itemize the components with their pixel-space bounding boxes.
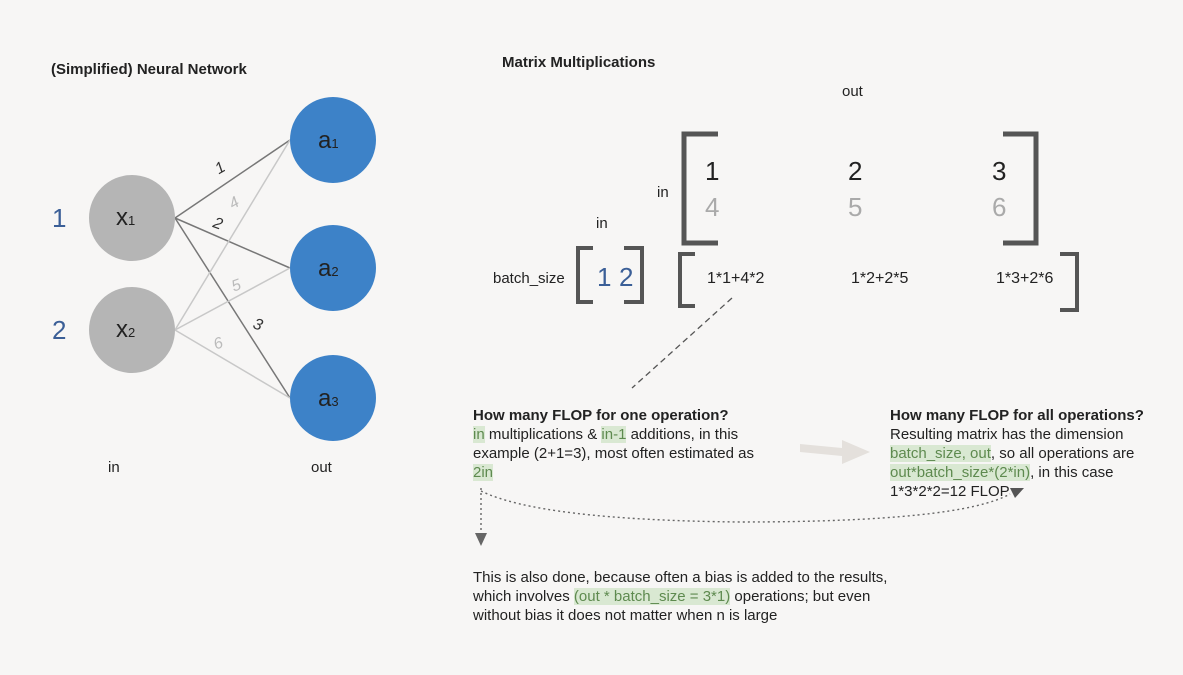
network-in-label: in bbox=[108, 459, 120, 476]
one-operation-heading: How many FLOP for one operation? bbox=[473, 407, 729, 424]
input-vector-1: 1 bbox=[597, 262, 612, 292]
weight-cell: 6 bbox=[992, 192, 1007, 222]
input-in-label: in bbox=[596, 215, 608, 232]
weight-label: 2 bbox=[210, 214, 225, 233]
one-operation-line1: in multiplications & in-1 additions, in … bbox=[473, 425, 793, 444]
highlight: in bbox=[473, 426, 485, 443]
node-subscript: 2 bbox=[128, 325, 136, 340]
node-a3-label: a3 bbox=[318, 385, 339, 413]
highlight: (out * batch_size = 3*1) bbox=[573, 588, 731, 605]
all-operations-line4: 1*3*2*2=12 FLOP bbox=[890, 483, 1010, 500]
batch-size-label: batch_size bbox=[493, 270, 565, 287]
one-operation-block: How many FLOP for one operation? in mult… bbox=[473, 406, 793, 482]
weight-cell: 5 bbox=[848, 192, 863, 222]
dotted-down-arrowhead bbox=[475, 533, 487, 546]
edge-x2-a3 bbox=[174, 329, 291, 399]
bias-line2: which involves (out * batch_size = 3*1) … bbox=[473, 587, 953, 606]
weight-label: 4 bbox=[226, 194, 242, 213]
text: operations; but even bbox=[730, 588, 871, 605]
weight-cell: 1 bbox=[705, 156, 720, 186]
node-letter: x bbox=[116, 204, 128, 231]
bracket-result-left bbox=[678, 252, 695, 308]
network-out-label: out bbox=[311, 459, 332, 476]
input-value-2: 2 bbox=[52, 315, 67, 345]
node-x1 bbox=[89, 175, 175, 261]
highlight: out*batch_size*(2*in) bbox=[890, 464, 1031, 481]
edge-x1-a1 bbox=[174, 139, 291, 219]
node-subscript: 3 bbox=[331, 394, 339, 409]
weight-cell: 2 bbox=[848, 156, 863, 186]
node-a2-label: a2 bbox=[318, 255, 339, 283]
bias-block: This is also done, because often a bias … bbox=[473, 568, 953, 625]
node-a1 bbox=[290, 97, 376, 183]
dotted-curve-arrowhead bbox=[1010, 488, 1024, 498]
network-title: (Simplified) Neural Network bbox=[51, 61, 247, 78]
edge-x1-a2 bbox=[174, 217, 291, 269]
text: , in this case bbox=[1030, 464, 1114, 481]
node-subscript: 2 bbox=[331, 264, 339, 279]
node-a3 bbox=[290, 355, 376, 441]
node-x2-label: x2 bbox=[116, 316, 135, 344]
weights-in-label: in bbox=[657, 184, 669, 201]
all-operations-line1: Resulting matrix has the dimension bbox=[890, 426, 1124, 443]
weight-label: 3 bbox=[251, 315, 265, 334]
matrix-title: Matrix Multiplications bbox=[502, 54, 656, 71]
arrow-right bbox=[800, 440, 870, 464]
node-subscript: 1 bbox=[128, 213, 136, 228]
node-x2 bbox=[89, 287, 175, 373]
weight-label: 1 bbox=[212, 159, 228, 178]
bias-line3: without bias it does not matter when n i… bbox=[473, 607, 778, 624]
node-a1-label: a1 bbox=[318, 127, 339, 155]
weight-cell: 3 bbox=[992, 156, 1007, 186]
highlight: 2in bbox=[473, 464, 494, 481]
input-vector-2: 2 bbox=[619, 262, 634, 292]
weight-label: 5 bbox=[229, 277, 243, 296]
weight-label: 6 bbox=[211, 335, 225, 354]
text: , so all operations are bbox=[990, 445, 1135, 462]
edge-x2-a2 bbox=[174, 267, 291, 331]
highlight: in-1 bbox=[601, 426, 627, 443]
bracket-weights-left bbox=[681, 131, 718, 246]
node-x1-label: x1 bbox=[116, 204, 135, 232]
result-cell: 1*3+2*6 bbox=[996, 270, 1054, 287]
result-cell: 1*2+2*5 bbox=[851, 270, 909, 287]
node-subscript: 1 bbox=[331, 136, 339, 151]
node-letter: x bbox=[116, 316, 128, 343]
node-a2 bbox=[290, 225, 376, 311]
bracket-input-left bbox=[576, 246, 593, 304]
all-operations-heading: How many FLOP for all operations? bbox=[890, 407, 1144, 424]
bias-line1: This is also done, because often a bias … bbox=[473, 569, 888, 586]
text: multiplications & bbox=[484, 426, 602, 443]
one-operation-line2: example (2+1=3), most often estimated as bbox=[473, 445, 754, 462]
edge-x2-a1 bbox=[174, 139, 291, 331]
dashed-pointer bbox=[631, 297, 733, 389]
all-operations-block: How many FLOP for all operations? Result… bbox=[890, 406, 1180, 501]
matrix-out-label: out bbox=[842, 83, 863, 100]
node-letter: a bbox=[318, 255, 332, 282]
input-value-1: 1 bbox=[52, 203, 67, 233]
bracket-input-right bbox=[624, 246, 644, 304]
text: which involves bbox=[473, 588, 574, 605]
all-operations-line3: out*batch_size*(2*in), in this case bbox=[890, 463, 1180, 482]
text: additions, in this bbox=[626, 426, 739, 443]
bracket-result-right bbox=[1060, 252, 1079, 312]
node-letter: a bbox=[318, 127, 332, 154]
weight-cell: 4 bbox=[705, 192, 720, 222]
one-operation-line3: 2in bbox=[473, 463, 793, 482]
result-cell: 1*1+4*2 bbox=[707, 270, 765, 287]
all-operations-line2: batch_size, out, so all operations are bbox=[890, 444, 1180, 463]
edge-x1-a3 bbox=[174, 217, 291, 399]
highlight: batch_size, out bbox=[890, 445, 991, 462]
bracket-weights-right bbox=[1003, 131, 1039, 246]
node-letter: a bbox=[318, 385, 332, 412]
